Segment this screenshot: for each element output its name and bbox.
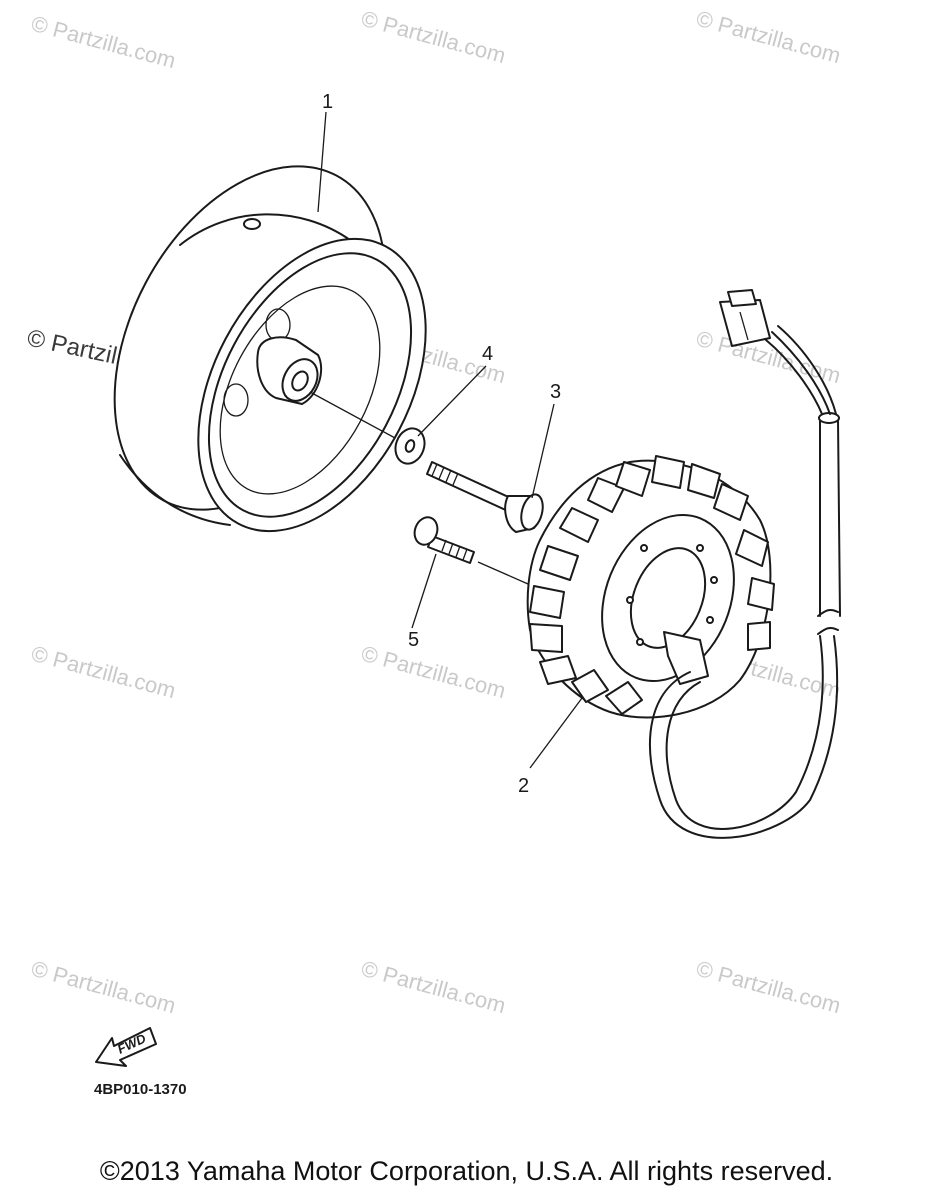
watermark: © Partzilla.com [694,6,844,69]
callout-3: 3 [550,381,561,403]
harness-connector-detail [739,311,749,341]
leader-line-5 [411,553,437,629]
screw-thread [455,545,461,558]
stator-assembly [526,455,775,719]
stator-coil [529,585,565,619]
fwd-arrow-icon [95,1027,157,1067]
stator-mount-hole [696,544,704,552]
stator-mount-hole [636,638,644,646]
bolt-thread [445,469,452,483]
harness-cable [665,635,824,830]
leader-line-3 [531,403,555,499]
stator-coil [713,483,749,521]
washer-hole [404,439,416,453]
callout-2: 2 [518,775,529,797]
stator-mount-hole [706,616,714,624]
callout-4: 4 [482,343,493,365]
stator-bore [629,547,707,649]
stator-mount-hole [626,596,634,604]
screw-short [413,516,529,585]
callout-5: 5 [408,629,419,651]
bolt-thread [438,466,445,480]
screw-thread [441,539,447,552]
bolt-thread [452,472,459,486]
stator-coil [735,529,769,567]
stator-coil [559,507,599,543]
rotor-inner-face [219,285,381,495]
harness-wire [771,331,831,415]
harness-wire [777,325,837,415]
stator-wire-clamp [663,631,709,685]
leader-line-2 [529,697,583,769]
stator-coil [747,577,775,611]
stator-coil [747,621,771,651]
rotor-timing-hole [243,218,261,230]
rotor-body-side [179,213,411,281]
watermark: © Partzilla.com [359,641,509,704]
watermark: © Partzilla.com [359,6,509,69]
rotor-assembly [113,165,427,533]
leader-line-4 [417,365,487,437]
callout-1: 1 [322,91,333,113]
watermark: © Partzilla.com [694,956,844,1019]
screw-head [413,516,439,546]
stator-coil [587,477,625,513]
stator-mount-hole [710,576,718,584]
stator-mount-hole [640,544,648,552]
watermark: © Partzilla.com [29,11,179,74]
stator-coil [687,463,721,499]
callouts: 1 4 3 5 2 [317,91,583,797]
axis-line [309,391,396,439]
screw-axis-line [477,561,529,585]
screw-thread [448,542,454,555]
stator-coil [651,455,685,489]
bolt-long [426,461,544,533]
bolt-flange [520,493,544,531]
stator-coil [529,623,563,653]
watermark: © Partzilla.com [29,641,179,704]
stator-coil [605,681,643,715]
copyright-notice: ©2013 Yamaha Motor Corporation, U.S.A. A… [99,1156,834,1186]
bolt-shank [426,461,516,513]
stator-coil [615,461,651,497]
stator-coil [539,655,577,685]
fwd-indicator: FWD [95,1027,157,1067]
rotor-body-side [119,454,231,526]
bolt-thread [431,463,438,477]
watermark: © Partzilla.com [359,956,509,1019]
rotor-magnet [223,383,249,417]
watermark: © Partzilla.com [29,956,179,1019]
stator-coil [539,545,579,581]
stator-coil [571,669,609,703]
diagram-code: 4BP010-1370 [94,1081,187,1098]
harness-cable [649,635,839,839]
wire-harness [649,289,841,839]
washer [394,427,426,465]
harness-cable [837,419,841,617]
harness-connector-tab [727,289,757,307]
harness-break [817,626,839,635]
harness-wire [765,339,823,415]
leader-line-1 [317,111,327,213]
screw-thread [462,548,468,561]
rotor-hub-bore [291,370,309,392]
